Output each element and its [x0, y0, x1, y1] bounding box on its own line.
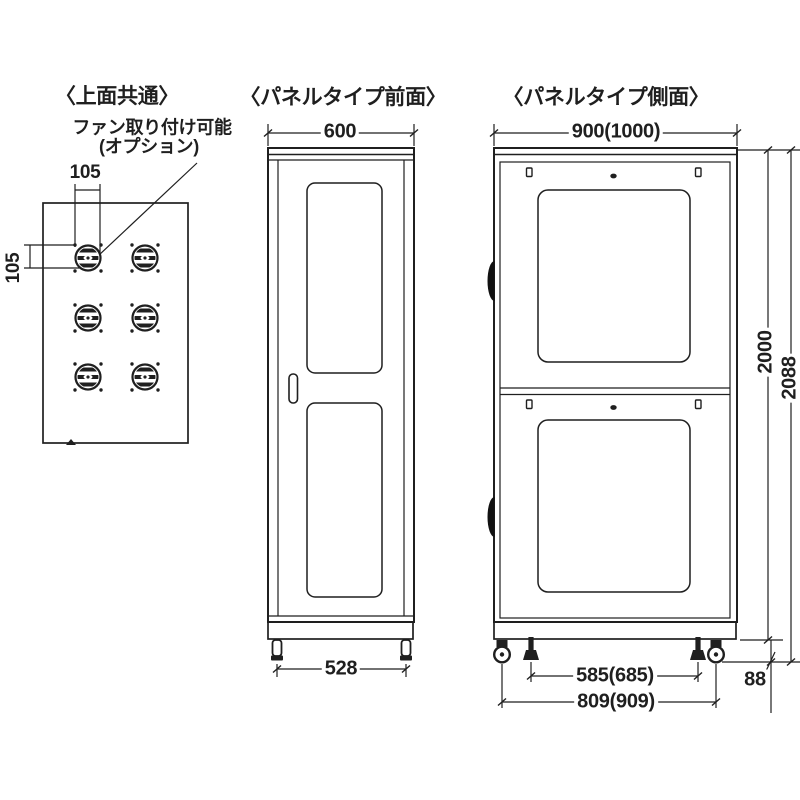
screw-icon [694, 399, 702, 410]
dim-total-height: 2088 [779, 353, 800, 403]
side-panel-window-upper [537, 189, 691, 363]
top-view-title: 〈上面共通〉 [54, 84, 180, 108]
front-door-window-lower [306, 402, 383, 598]
fan-array [73, 243, 159, 391]
screw-icon [694, 167, 702, 178]
side-panel-frame [499, 161, 731, 619]
dim-side-depth: 900(1000) [568, 121, 664, 143]
side-view [487, 124, 800, 713]
dim-front-foot-span: 528 [321, 658, 361, 680]
dim-fan-width-lines [74, 184, 101, 254]
fan-grille-icon [130, 243, 159, 272]
side-cabinet-outline [493, 147, 738, 623]
front-plinth [267, 621, 414, 640]
leveling-foot-icon [270, 639, 284, 662]
screw-icon [525, 399, 533, 410]
leveling-foot-icon [399, 639, 413, 662]
fan-note-leader-line [97, 162, 198, 257]
fan-note-line2: (オプション) [99, 136, 199, 157]
latch-mark-icon [66, 439, 76, 445]
dim-height-lines [722, 145, 800, 713]
front-door-window-upper [306, 182, 383, 374]
fan-grille-icon [73, 303, 102, 332]
door-handle [288, 373, 299, 404]
fan-grille-icon [130, 303, 159, 332]
dim-fan-width: 105 [69, 162, 101, 184]
side-view-title: 〈パネルタイプ側面〉 [502, 85, 710, 109]
leveling-foot-icon [523, 637, 539, 660]
lock-hole-icon [610, 405, 617, 410]
caster-height-leader-line [765, 651, 776, 672]
fan-grille-icon [73, 362, 102, 391]
screw-icon [525, 167, 533, 178]
dim-side-foot-span: 585(685) [573, 665, 657, 687]
dim-fan-height-lines [24, 244, 84, 269]
front-view-title: 〈パネルタイプ前面〉 [239, 85, 447, 109]
top-view-outline [42, 202, 189, 444]
dim-fan-height: 105 [3, 252, 25, 284]
lock-hole-icon [610, 173, 617, 179]
fan-grille-icon [130, 362, 159, 391]
dim-front-width: 600 [320, 121, 360, 143]
hinge-icon [487, 261, 495, 301]
caster-icon [493, 638, 511, 664]
side-plinth [493, 621, 737, 640]
fan-note-line1: ファン取り付け可能 [72, 117, 232, 138]
side-panel-window-lower [537, 419, 691, 593]
top-view [24, 162, 198, 445]
dim-caster-height: 88 [741, 669, 769, 691]
front-view [263, 124, 419, 677]
dim-body-height: 2000 [755, 327, 777, 377]
leveling-foot-icon [690, 637, 706, 660]
caster-icon [707, 638, 725, 664]
hinge-icon [487, 497, 495, 537]
front-cabinet-outline [267, 147, 415, 623]
dim-side-caster-span: 809(909) [574, 691, 658, 713]
